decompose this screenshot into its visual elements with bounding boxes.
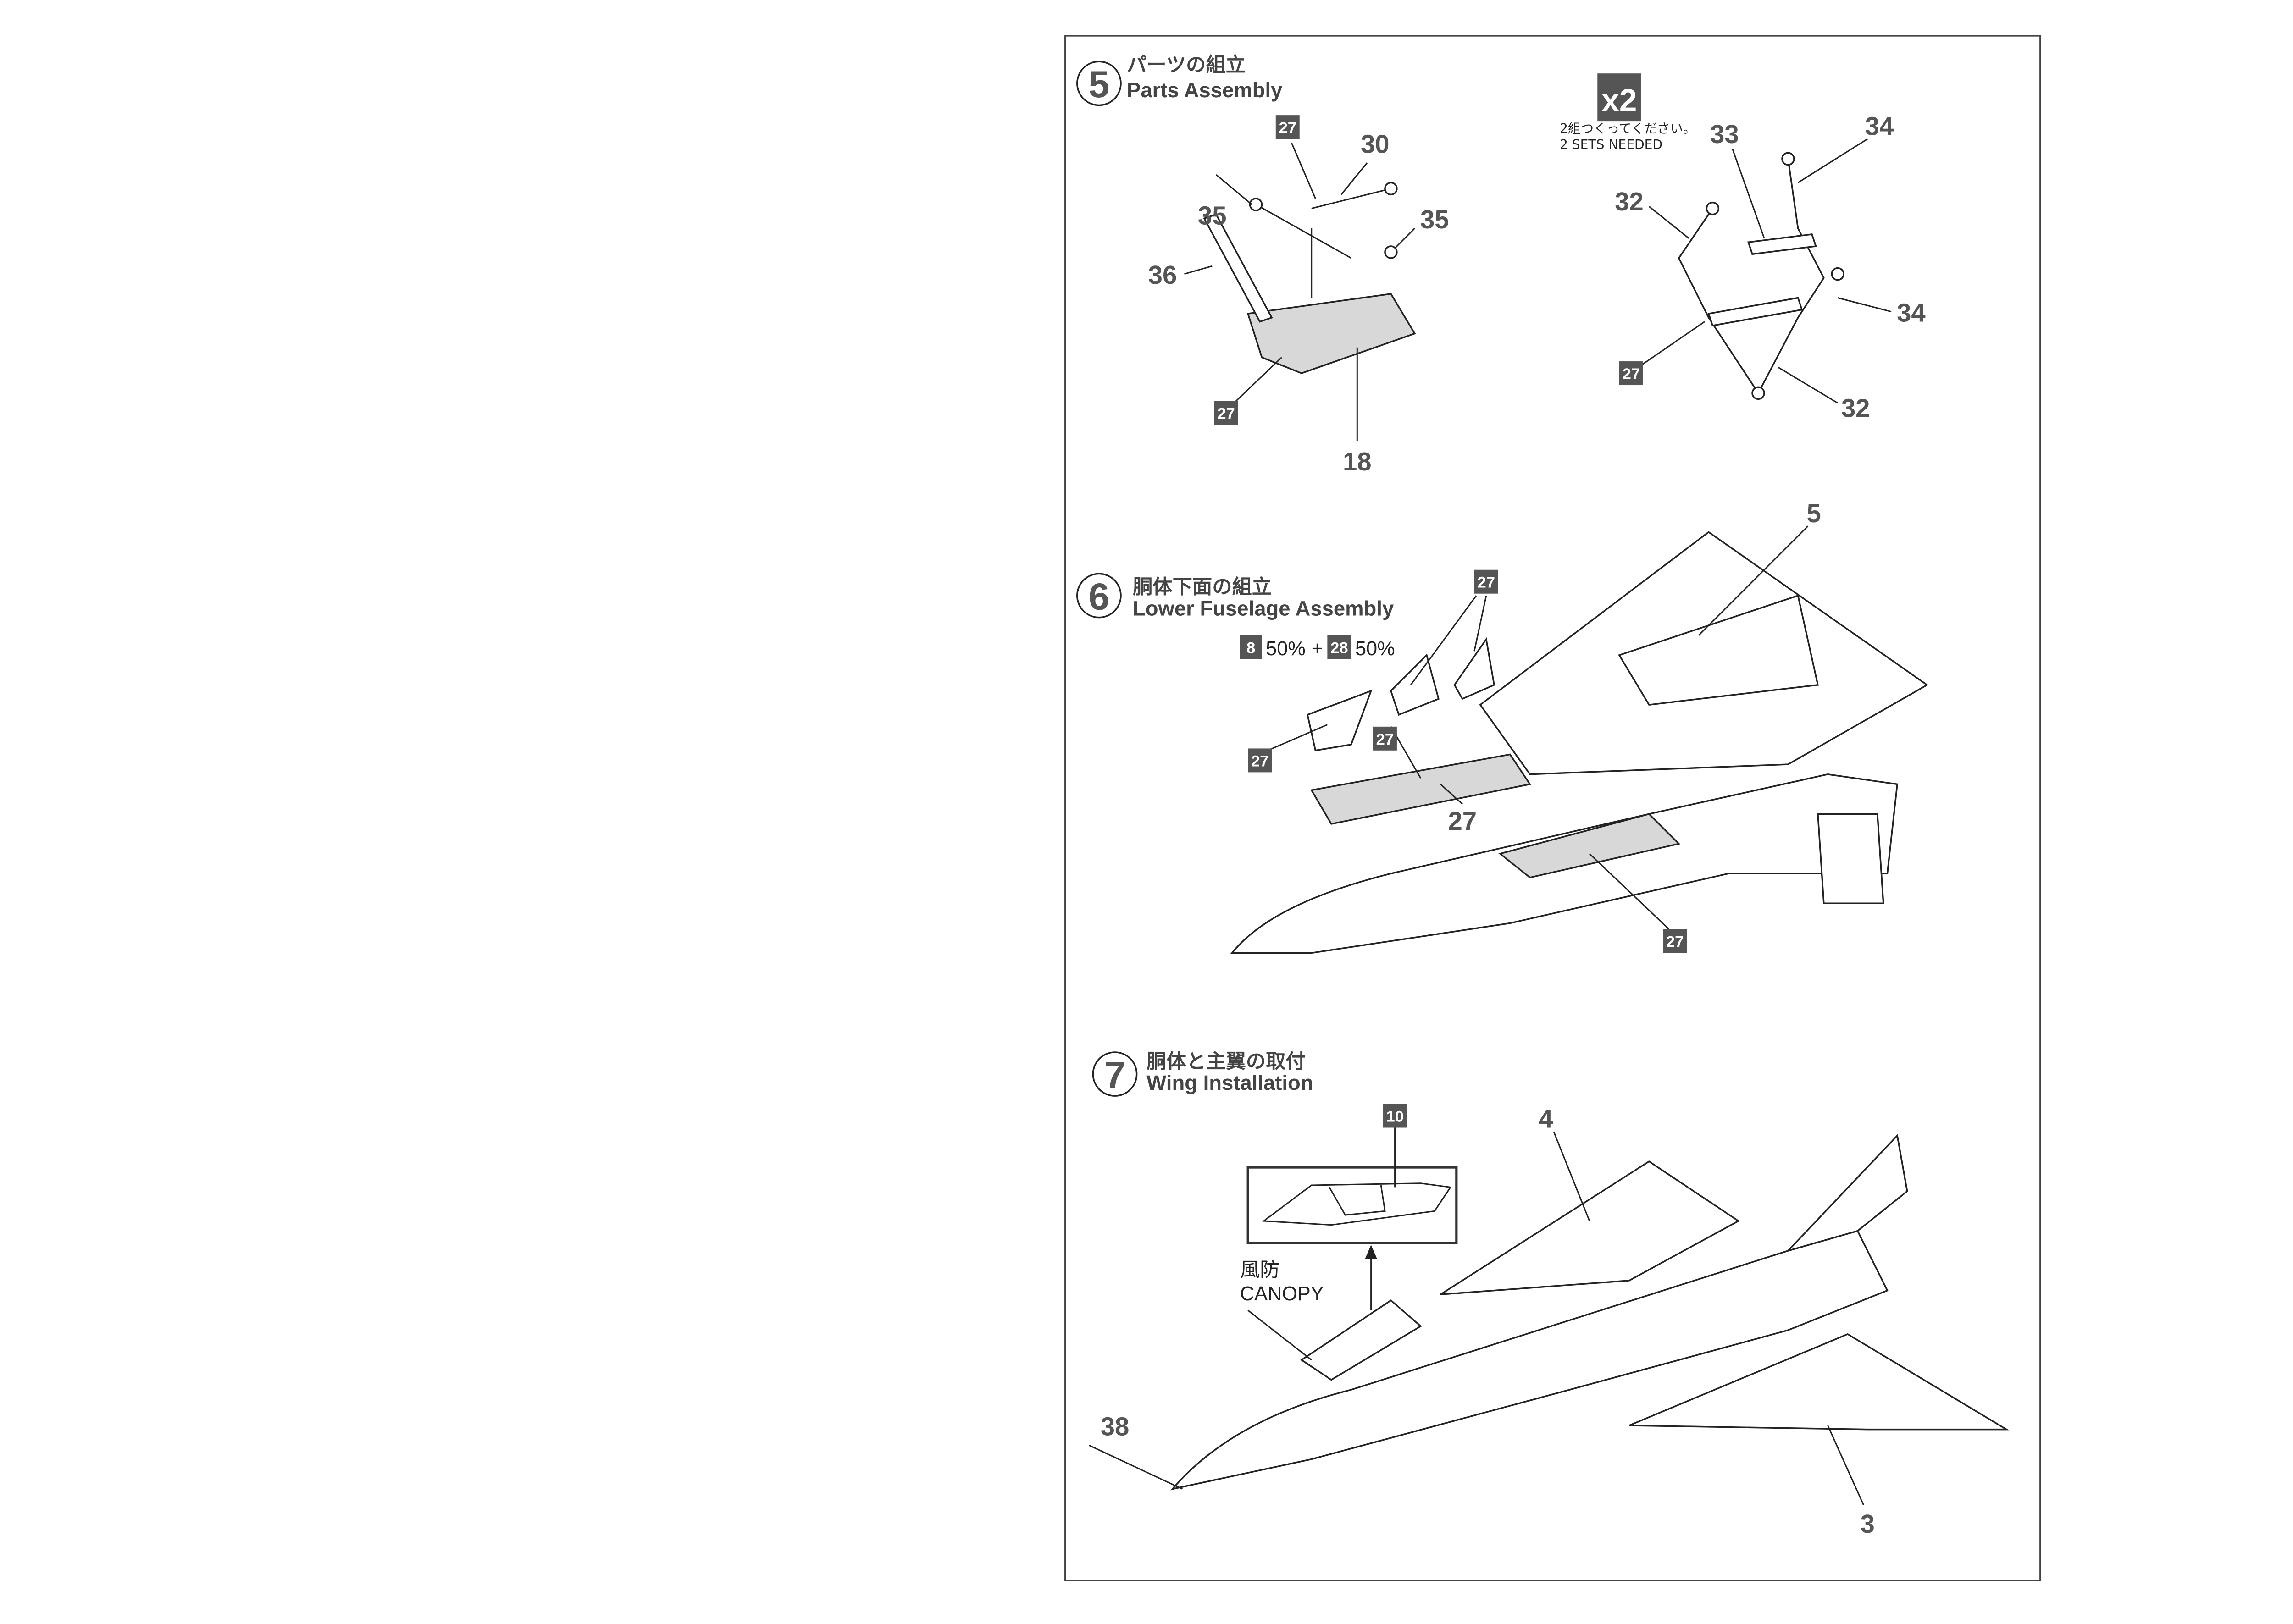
sets-needed-jp: 2組つくってください。 [1560,121,1696,136]
paint-b-box: 28 [1330,640,1348,657]
step-title-en: Wing Installation [1146,1071,1313,1094]
callout-color-box: 27 [1666,933,1684,950]
step-title-jp: 胴体下面の組立 [1133,576,1272,599]
paint-mix-note: 8 50% + 28 50% [1240,635,1395,660]
step-title-en: Lower Fuselage Assembly [1133,597,1394,620]
sets-needed-en: 2 SETS NEEDED [1560,137,1662,152]
step-5-callouts: 27 30 35 35 36 27 18 33 34 32 34 27 32 [1148,111,1926,476]
callout-color-box: 27 [1217,405,1235,423]
canopy-label-en: CANOPY [1240,1283,1324,1305]
callout: 27 [1448,806,1477,835]
step-6-callouts: 27 5 27 27 27 27 [1248,499,1821,953]
step-number: 5 [1089,64,1110,105]
step-6-header: 6 胴体下面の組立 Lower Fuselage Assembly [1076,573,1394,620]
callout-color-box: 27 [1279,119,1297,137]
step-number-circle [1076,61,1122,106]
callout: 4 [1539,1104,1553,1133]
step-5-header: 5 パーツの組立 Parts Assembly [1076,54,1283,106]
step-number: 6 [1089,576,1110,618]
callout: 18 [1343,447,1372,476]
paint-a-box: 8 [1246,640,1255,657]
step-title-jp: 胴体と主翼の取付 [1146,1050,1305,1073]
step-7-header: 7 胴体と主翼の取付 Wing Installation [1092,1050,1313,1097]
callout-color-box: 27 [1376,731,1394,748]
callout: 38 [1101,1412,1130,1441]
callout: 33 [1710,120,1739,149]
callout: 32 [1841,393,1870,422]
callout: 34 [1865,111,1894,140]
callout: 3 [1860,1509,1874,1538]
callout-color-box: 27 [1478,574,1495,591]
paint-a-percent: 50% [1266,638,1306,660]
page-frame [1064,35,2041,1581]
callout: 5 [1807,499,1821,528]
canopy-color-box: 10 [1386,1108,1404,1125]
canopy-detail-inset [1246,1127,1458,1310]
step-5-left-drawing [1184,143,1416,441]
callout-color-box: 27 [1251,752,1269,770]
callout: 35 [1198,201,1227,230]
paint-b-percent: 50% [1355,638,1395,660]
step-number: 7 [1104,1055,1125,1096]
callout: 36 [1148,260,1177,289]
multiplier-box [1597,73,1641,122]
step-title-jp: パーツの組立 [1127,54,1246,77]
callout-color-box: 27 [1623,365,1640,383]
canopy-label-jp: 風防 [1240,1259,1280,1281]
callout: 34 [1897,298,1926,327]
step-title-en: Parts Assembly [1127,78,1283,102]
callout: 32 [1615,187,1644,216]
step-5-right-drawing [1640,138,1892,404]
plus-sign: + [1312,638,1323,660]
step-number-circle [1076,573,1122,619]
callout: 35 [1420,205,1449,234]
step-7-drawing [1089,1131,2010,1505]
callout: 30 [1361,129,1390,158]
multiplier: x2 [1601,82,1637,118]
step-6-drawing [1230,525,1929,954]
step-number-circle [1092,1051,1138,1097]
